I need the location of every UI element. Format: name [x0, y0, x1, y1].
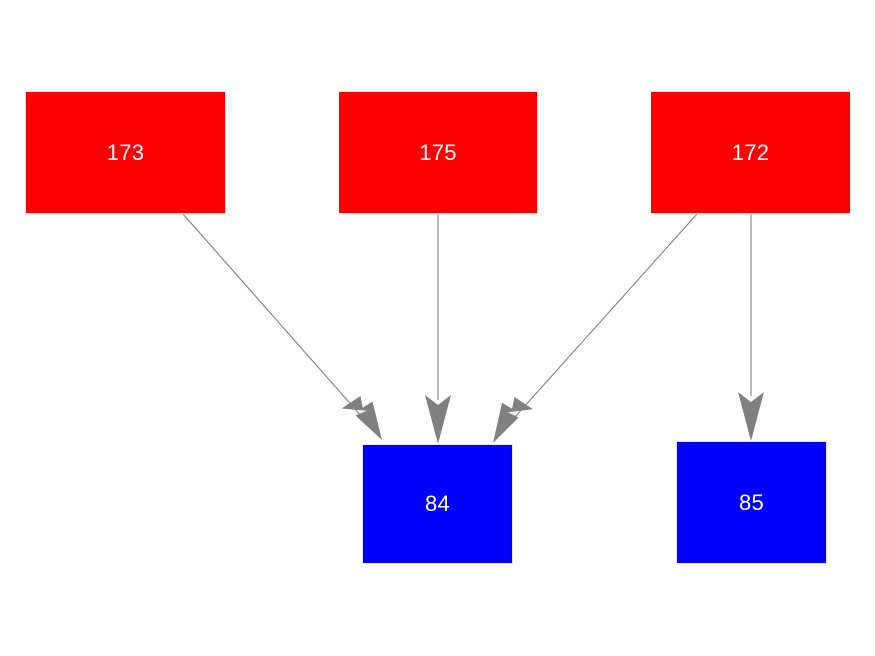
arrowhead-icon	[493, 397, 533, 443]
edge-175-to-84[interactable]	[425, 214, 451, 444]
graph-node-172[interactable]: 172	[650, 91, 851, 214]
edge-line	[182, 213, 371, 427]
graph-node-84[interactable]: 84	[362, 444, 513, 564]
graph-node-label: 173	[106, 139, 145, 165]
edge-172-to-85[interactable]	[738, 214, 764, 441]
edge-line	[505, 213, 698, 428]
arrowhead-icon	[738, 392, 764, 441]
graph-node-label: 175	[419, 139, 457, 165]
graph-node-label: 172	[731, 139, 770, 165]
graph-node-label: 85	[738, 489, 765, 515]
arrowhead-icon	[425, 395, 451, 444]
graph-node-label: 84	[424, 491, 451, 516]
graph-node-85[interactable]: 85	[676, 441, 827, 564]
graph-node-173[interactable]: 173	[25, 91, 226, 214]
edge-172-to-84[interactable]	[493, 213, 698, 443]
graph-node-175[interactable]: 175	[338, 91, 538, 214]
edge-173-to-84[interactable]	[182, 213, 382, 440]
arrowhead-icon	[341, 396, 382, 440]
